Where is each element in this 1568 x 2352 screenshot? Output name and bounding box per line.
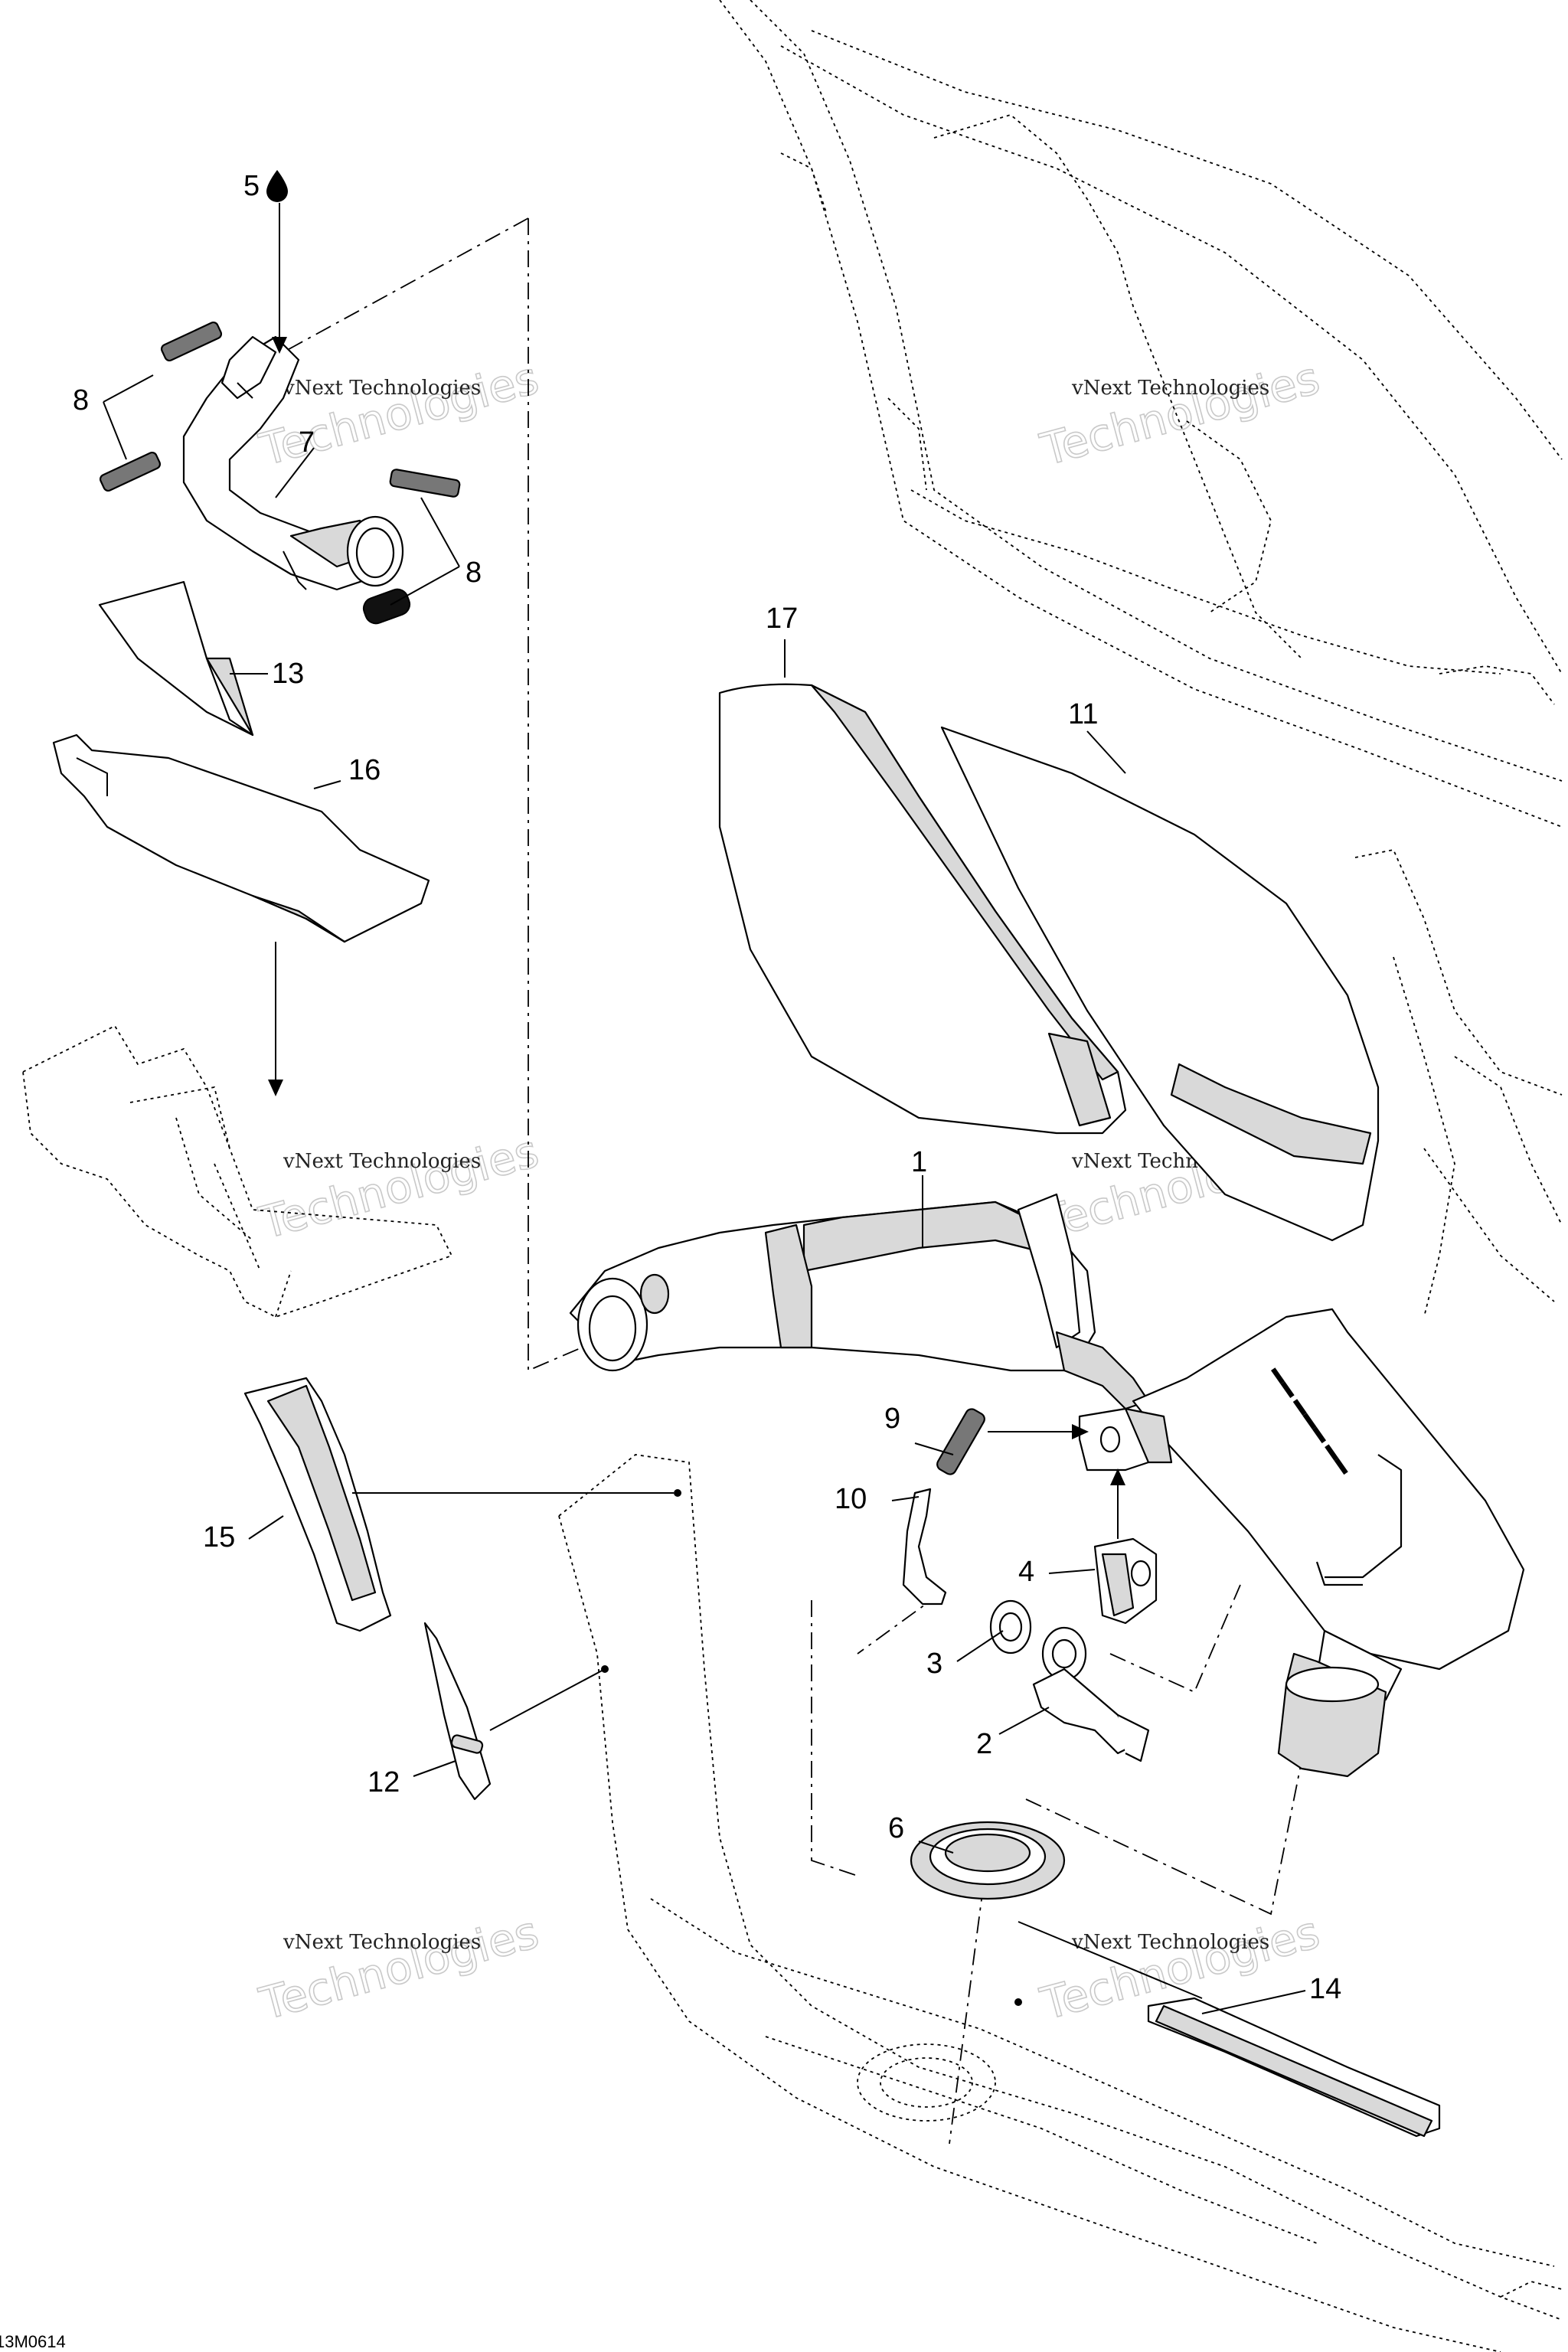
watermark-caption: vNext Technologies (283, 377, 481, 400)
part-7-exhaust-hose (182, 335, 404, 591)
part-14-trim (1147, 1997, 1441, 2138)
watermark-mid-left: Technologies vNext Technologies (253, 1124, 544, 1250)
callout-11: 11 (1068, 698, 1098, 730)
muffler-bracket (1078, 1407, 1173, 1472)
arrow-16-to-bracket (268, 942, 283, 1096)
part-3-bushing (989, 1599, 1087, 1681)
watermark-top-left: Technologies vNext Technologies (253, 351, 544, 476)
part-6-grommet (910, 1821, 1066, 1900)
part-11-panel (940, 726, 1380, 1242)
part-8-sleeve (362, 588, 411, 625)
callout-16: 16 (348, 754, 381, 786)
support-bracket (22, 1024, 453, 1318)
callout-1: 1 (911, 1146, 927, 1178)
callout-5-group: 5 (243, 170, 288, 202)
part-8-spring-right (389, 469, 461, 498)
part-1-exhaust-muffler: ▬▬ ▬▬▬ ▬▬ (569, 1193, 1525, 1778)
watermark-bottom-left: Technologies vNext Technologies (253, 1905, 544, 2030)
part-15-rail (243, 1377, 392, 1632)
watermark-caption: vNext Technologies (1071, 377, 1269, 400)
hull-top-right (719, 0, 1563, 828)
part-16-shield (52, 733, 430, 943)
callout-7: 7 (299, 426, 315, 459)
callout-15: 15 (203, 1521, 235, 1553)
part-13-shield (98, 580, 254, 737)
part-17-panel (718, 683, 1127, 1135)
callout-12: 12 (368, 1766, 400, 1798)
part-8-spring-left (99, 451, 162, 492)
callout-13: 13 (272, 658, 304, 690)
callout-8-right: 8 (466, 557, 482, 589)
watermark-top-right: Technologies vNext Technologies (1034, 351, 1325, 476)
part-12-plate (423, 1622, 492, 1801)
callout-8-left: 8 (73, 384, 89, 416)
part-9-spring (936, 1408, 985, 1475)
watermark-caption: vNext Technologies (283, 1931, 481, 1954)
callout-5: 5 (243, 170, 260, 202)
callout-2: 2 (976, 1728, 992, 1760)
callout-3: 3 (926, 1648, 942, 1680)
part-2-bracket (1032, 1668, 1150, 1762)
callout-10: 10 (835, 1483, 867, 1515)
arrow-4-to-bracket (1110, 1468, 1125, 1539)
part-4-mount (1093, 1537, 1158, 1625)
watermark-outline-text: Technologies (254, 351, 544, 475)
leader-dots (601, 1489, 1022, 2006)
hull-bottom-tunnel (558, 1454, 1563, 2352)
watermark-outline-text: Technologies (1035, 351, 1325, 475)
callout-4: 4 (1018, 1556, 1034, 1588)
watermark-outline-text: Technologies (254, 1125, 544, 1249)
callout-17: 17 (766, 603, 798, 635)
oil-drop-icon (266, 170, 288, 202)
watermark-caption: vNext Technologies (1071, 1931, 1269, 1954)
part-10-strap (902, 1488, 947, 1606)
callout-9: 9 (884, 1403, 900, 1435)
watermark-caption: vNext Technologies (283, 1150, 481, 1173)
callout-14: 14 (1309, 1973, 1341, 2005)
hull-right-side (1354, 848, 1563, 1318)
watermark-outline-text: Technologies (254, 1906, 544, 2030)
part-8-spring-top (160, 321, 223, 362)
drawing-code: 13M0614 (0, 2332, 66, 2351)
arrow-5-to-hose (272, 203, 287, 354)
callout-6: 6 (888, 1812, 904, 1844)
arrow-9-to-bracket (988, 1424, 1089, 1439)
leader-lines (103, 374, 1306, 2014)
